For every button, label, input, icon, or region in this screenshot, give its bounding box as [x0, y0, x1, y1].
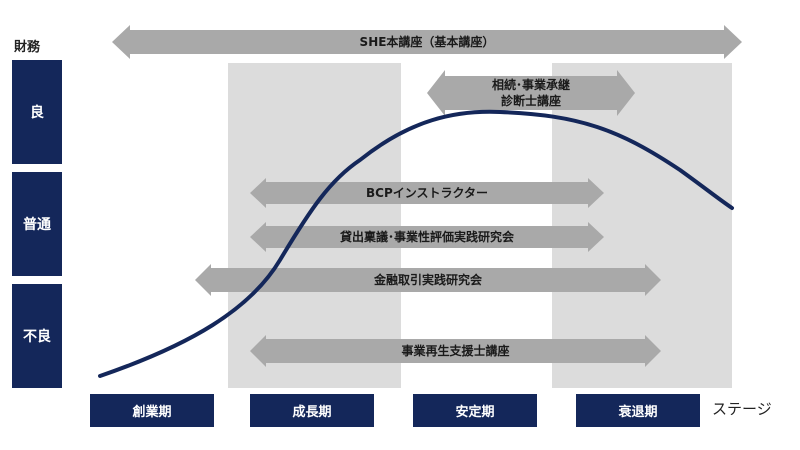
level-normal: 普通: [12, 172, 62, 276]
stage-band-decline: [552, 63, 732, 388]
stage-stable: 安定期: [413, 394, 537, 427]
stage-founding: 創業期: [90, 394, 214, 427]
level-poor: 不良: [12, 284, 62, 388]
program-arrow-lending: 貸出稟議･事業性評価実践研究会: [250, 222, 604, 252]
double-arrow-icon: [250, 178, 604, 208]
program-label: 相続･事業承継 診断士講座: [491, 78, 570, 108]
program-arrow-succession: 相続･事業承継 診断士講座: [427, 70, 635, 116]
stage-band-growth: [228, 63, 401, 388]
double-arrow-icon: [250, 222, 604, 252]
stage-axis-title: ステージ: [712, 400, 772, 418]
program-label: 貸出稟議･事業性評価実践研究会: [339, 230, 514, 244]
program-label: 事業再生支援士講座: [401, 344, 510, 358]
level-good: 良: [12, 60, 62, 164]
program-label: SHE本講座（基本講座）: [359, 35, 495, 49]
program-arrow-finance: 金融取引実践研究会: [195, 264, 661, 296]
program-arrow-bcp: BCPインストラクター: [250, 178, 604, 208]
financial-axis-title: 財務: [14, 40, 41, 55]
stage-growth: 成長期: [250, 394, 374, 427]
program-label: BCPインストラクター: [365, 186, 489, 200]
double-arrow-icon: [250, 335, 661, 367]
stage-decline: 衰退期: [576, 394, 700, 427]
program-arrow-revitalization: 事業再生支援士講座: [250, 335, 661, 367]
double-arrow-icon: [427, 70, 635, 116]
program-label: 金融取引実践研究会: [373, 273, 482, 287]
double-arrow-icon: [195, 264, 661, 296]
double-arrow-icon: [112, 25, 742, 59]
program-arrow-she: SHE本講座（基本講座）: [112, 25, 742, 59]
